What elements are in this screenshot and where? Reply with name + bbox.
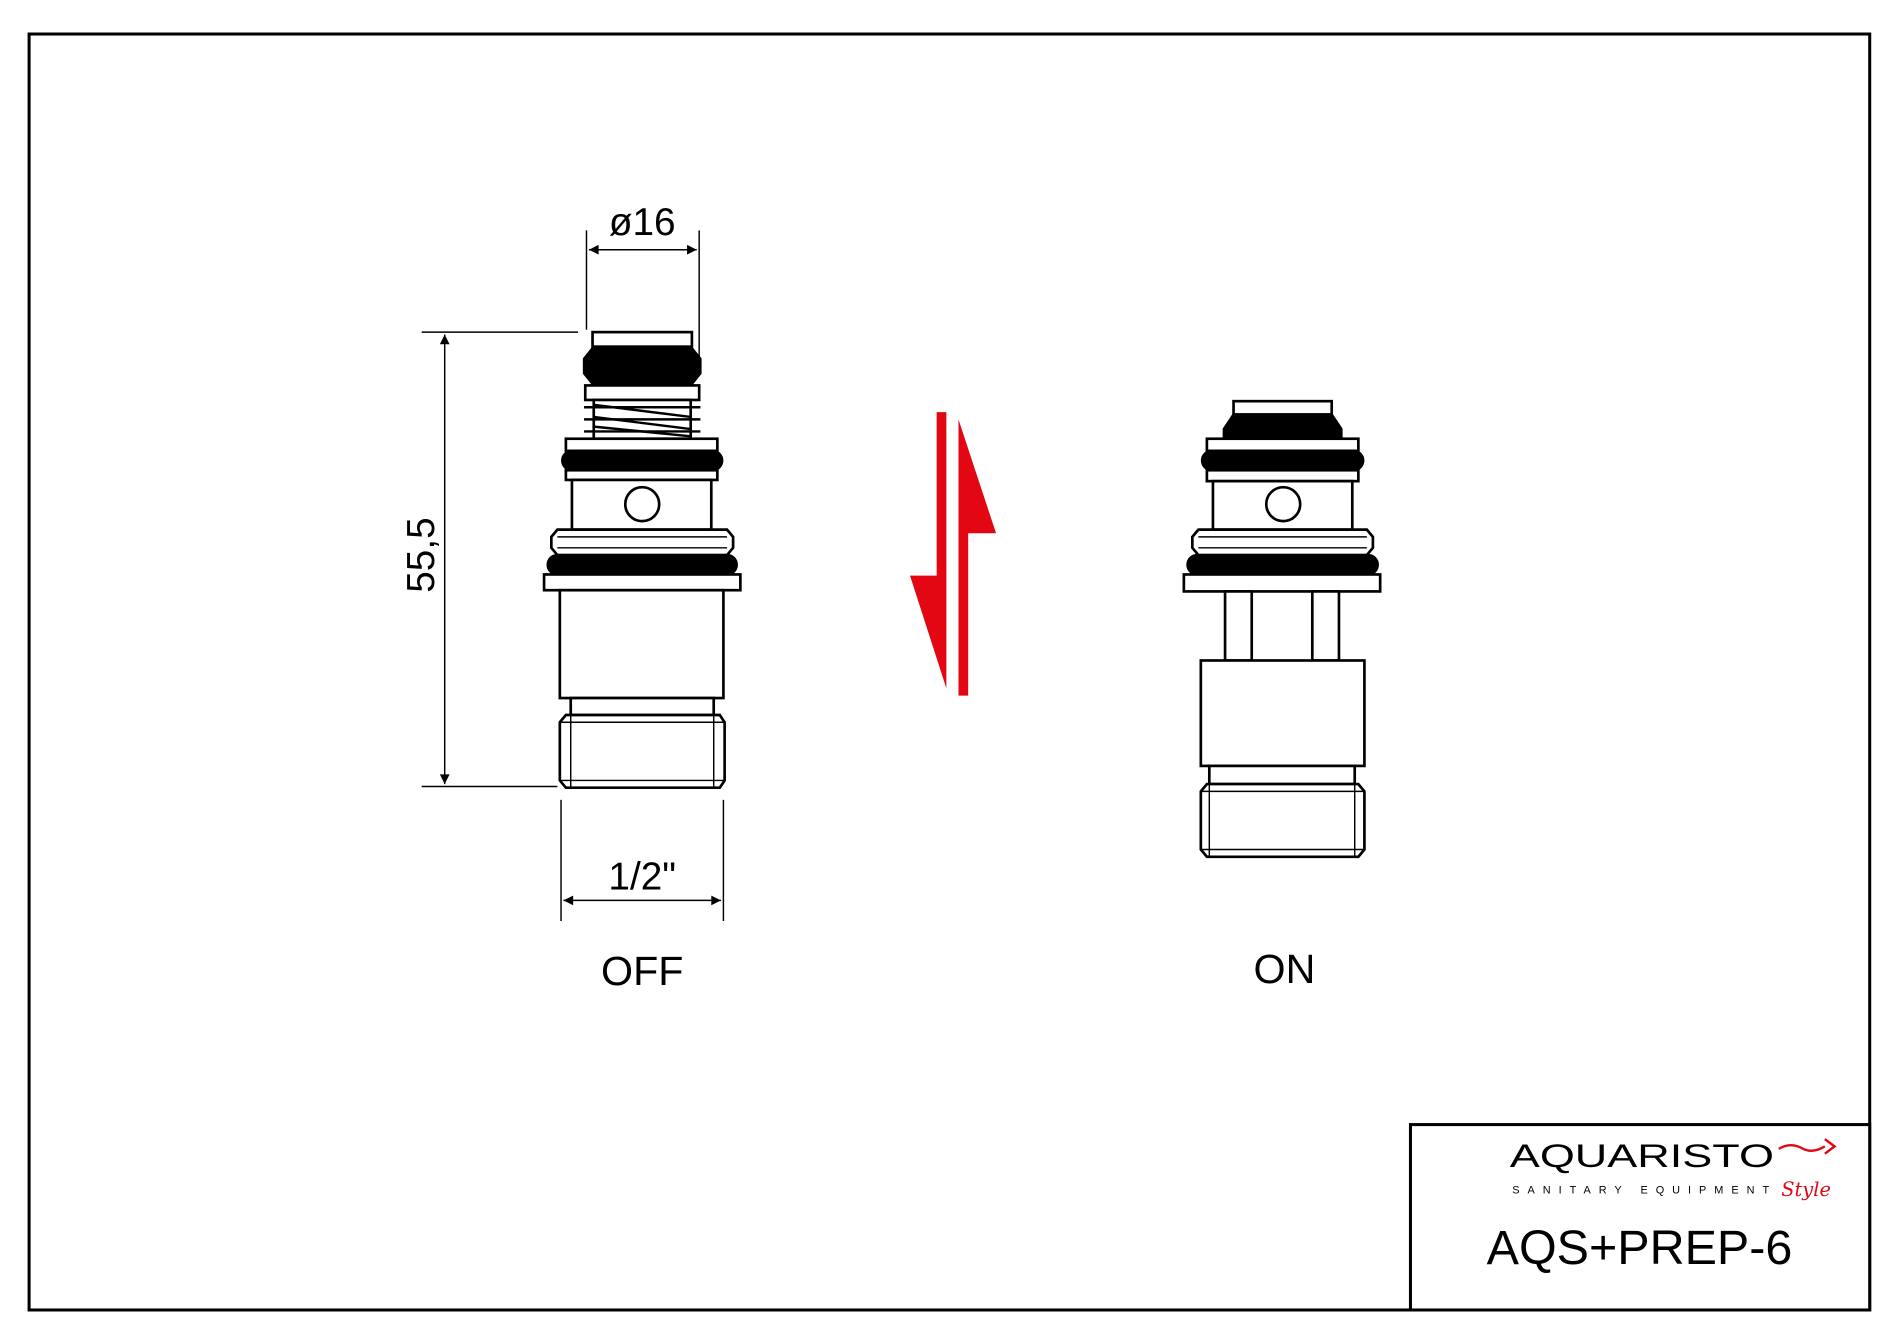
logo-arrow-icon: [1824, 1138, 1837, 1155]
logo-swoosh-icon: [1778, 1143, 1826, 1152]
diameter-label: ø16: [609, 201, 676, 244]
title-block: AQUARISTO SANITARY EQUIPMENT Style AQS+P…: [1408, 1123, 1872, 1312]
logo-brand: AQUARISTO: [1510, 1137, 1774, 1174]
off-label: OFF: [601, 948, 683, 994]
thread-label: 1/2": [608, 856, 676, 899]
product-code: AQS+PREP-6: [1487, 1221, 1793, 1275]
height-label: 55,5: [400, 517, 443, 592]
cartridge-off-view: [542, 330, 742, 790]
dimension-height: 55,5: [400, 331, 578, 788]
sheet-border: [27, 32, 1872, 1312]
toggle-arrows-icon: [910, 412, 997, 696]
dimension-diameter: ø16: [585, 201, 700, 364]
dimension-thread: 1/2": [560, 799, 725, 922]
on-label: ON: [1254, 946, 1316, 992]
logo-script: Style: [1781, 1178, 1831, 1201]
cartridge-on-view: [1182, 399, 1382, 859]
